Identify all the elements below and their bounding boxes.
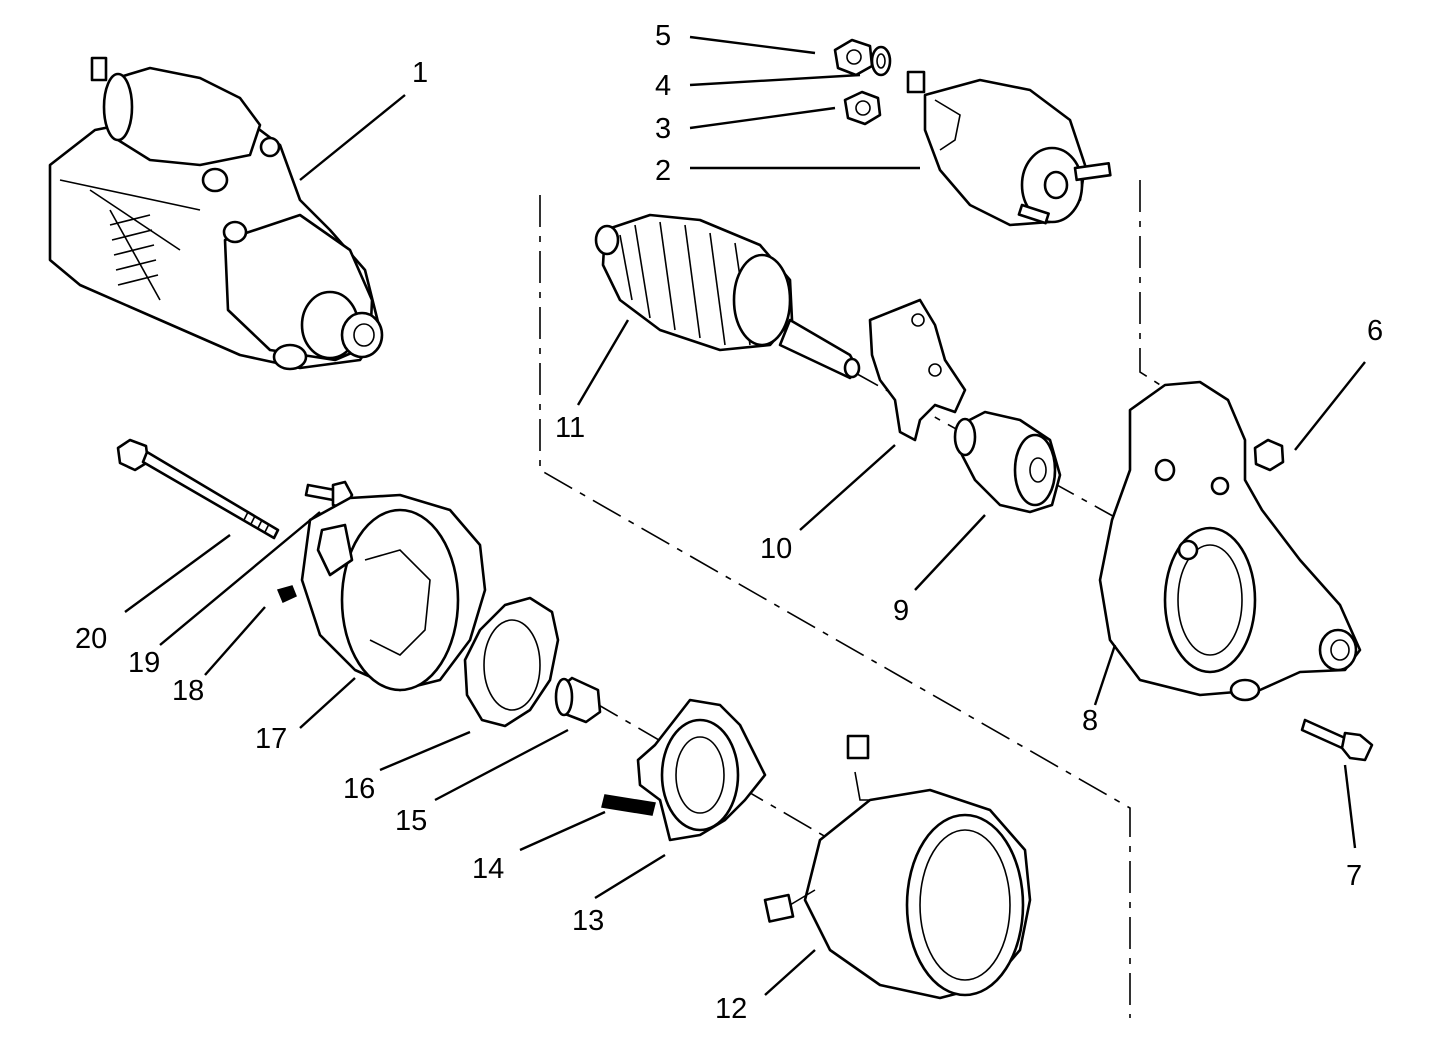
callout-12: 12 (715, 993, 747, 1025)
housing-bolt-part (1300, 718, 1374, 762)
end-frame-part (300, 493, 487, 692)
callout-14: 14 (472, 853, 504, 885)
callout-5: 5 (655, 20, 671, 52)
callout-17: 17 (255, 723, 287, 755)
callout-16: 16 (343, 773, 375, 805)
callout-7: 7 (1346, 860, 1362, 892)
brush-spring-part (601, 794, 656, 816)
washer-part (870, 45, 892, 77)
bearing-part (554, 676, 602, 724)
drive-lever-part (868, 298, 967, 442)
callout-10: 10 (760, 533, 792, 565)
starter-assembly-part (48, 56, 384, 371)
leader-lines (124, 35, 1366, 996)
field-frame-part (763, 734, 1032, 1000)
drive-housing-part (1098, 380, 1362, 702)
callout-18: 18 (172, 675, 204, 707)
callout-4: 4 (655, 70, 671, 102)
callout-2: 2 (655, 155, 671, 187)
brush-holder-part (636, 698, 767, 842)
solenoid-nut-part (843, 90, 882, 126)
callout-8: 8 (1082, 705, 1098, 737)
callout-1: 1 (412, 57, 428, 89)
through-bolt-part (116, 438, 280, 540)
callout-11: 11 (555, 412, 585, 444)
callout-20: 20 (75, 623, 107, 655)
callout-9: 9 (893, 595, 909, 627)
callout-labels: 1 2 3 4 5 6 7 8 9 10 11 12 13 14 15 16 1… (75, 20, 1383, 1025)
callout-15: 15 (395, 805, 427, 837)
brush-plate-part (463, 596, 560, 728)
callout-19: 19 (128, 647, 160, 679)
small-screw-part (276, 585, 297, 604)
terminal-nut-part (833, 38, 874, 77)
callout-3: 3 (655, 113, 671, 145)
solenoid-part (906, 70, 1112, 227)
pinion-drive-part (953, 410, 1062, 514)
callout-13: 13 (572, 905, 604, 937)
housing-nut-part (1253, 438, 1285, 472)
armature-part (594, 213, 861, 380)
callout-6: 6 (1367, 315, 1383, 347)
